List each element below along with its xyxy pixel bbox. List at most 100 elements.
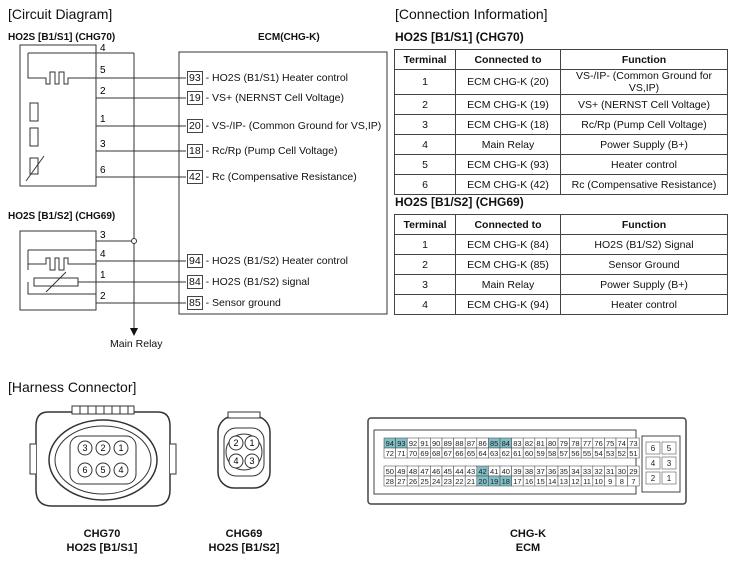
chgk-side-pin-label: 6 bbox=[651, 444, 656, 453]
chg70-pin: 4 bbox=[118, 465, 123, 475]
chgk-pin-label: 13 bbox=[560, 477, 568, 486]
s1-pin-label: 4 bbox=[100, 43, 106, 54]
s1-pin-label: 5 bbox=[100, 65, 106, 76]
chgk-pin-label: 14 bbox=[548, 477, 556, 486]
chgk-pin-label: 42 bbox=[478, 467, 486, 476]
cell: ECM CHG-K (85) bbox=[455, 254, 561, 275]
chgk-pin-label: 9 bbox=[608, 477, 612, 486]
cell: 6 bbox=[394, 174, 456, 195]
cell: Rc (Compensative Resistance) bbox=[560, 174, 728, 195]
chgk-pin-label: 46 bbox=[432, 467, 440, 476]
chgk-pin-label: 22 bbox=[455, 477, 463, 486]
chg69-pin: 1 bbox=[249, 438, 254, 448]
s1-pump-cell bbox=[29, 127, 39, 147]
chgk-pin-label: 51 bbox=[629, 449, 637, 458]
chgk-pin-label: 50 bbox=[386, 467, 394, 476]
chgk-pin-label: 62 bbox=[502, 449, 510, 458]
chgk-pin-label: 92 bbox=[409, 439, 417, 448]
chgk-pin-cell bbox=[627, 447, 640, 459]
chgk-pin-label: 91 bbox=[420, 439, 428, 448]
chgk-side-pin bbox=[661, 471, 677, 485]
chg70-caption: CHG70 bbox=[83, 528, 121, 540]
chgk-side-pin-label: 2 bbox=[651, 474, 656, 483]
cell: ECM CHG-K (20) bbox=[455, 69, 561, 95]
s1-pin-label: 2 bbox=[100, 86, 106, 97]
chgk-pin-label: 41 bbox=[490, 467, 498, 476]
chgk-pin-label: 29 bbox=[629, 467, 637, 476]
chgk-pin-label: 48 bbox=[409, 467, 417, 476]
chg70-pin: 3 bbox=[82, 443, 87, 453]
sensor1-label: HO2S [B1/S1] (CHG70) bbox=[8, 32, 116, 43]
chgk-pin-label: 33 bbox=[583, 467, 591, 476]
table1-title: HO2S [B1/S1] (CHG70) bbox=[395, 30, 524, 44]
chgk-pin-label: 66 bbox=[455, 449, 463, 458]
cell: ECM CHG-K (93) bbox=[455, 154, 561, 175]
chgk-pin-label: 54 bbox=[594, 449, 602, 458]
chgk-pin-label: 35 bbox=[560, 467, 568, 476]
cell: ECM CHG-K (84) bbox=[455, 234, 561, 255]
chg70-caption-sub: HO2S [B1/S1] bbox=[66, 542, 138, 554]
chgk-pin-label: 55 bbox=[583, 449, 591, 458]
cell: Power Supply (B+) bbox=[560, 134, 728, 155]
chgk-pin-label: 34 bbox=[571, 467, 579, 476]
chg70-pin: 6 bbox=[82, 465, 87, 475]
chgk-pin-label: 45 bbox=[444, 467, 452, 476]
cell: 3 bbox=[394, 114, 456, 135]
cell: HO2S (B1/S2) Signal bbox=[560, 234, 728, 255]
chgk-pin-label: 87 bbox=[467, 439, 475, 448]
chgk-pin-label: 44 bbox=[455, 467, 463, 476]
chg70-pin: 1 bbox=[118, 443, 123, 453]
chg70-pin: 2 bbox=[100, 443, 105, 453]
chgk-pin-label: 39 bbox=[513, 467, 521, 476]
chgk-pin-label: 64 bbox=[478, 449, 486, 458]
chgk-pin-label: 27 bbox=[397, 477, 405, 486]
ecm-pin-94: 94 - HO2S (B1/S2) Heater control bbox=[187, 254, 348, 268]
harness-connector-title: [Harness Connector] bbox=[8, 379, 137, 395]
cell: Power Supply (B+) bbox=[560, 274, 728, 295]
chgk-pin-label: 26 bbox=[409, 477, 417, 486]
chgk-pin-label: 11 bbox=[583, 477, 591, 486]
chgk-pin-label: 70 bbox=[409, 449, 417, 458]
chg69-pin: 2 bbox=[233, 438, 238, 448]
chgk-pin-label: 84 bbox=[502, 439, 510, 448]
chgk-pin-label: 83 bbox=[513, 439, 521, 448]
chgk-pin-label: 24 bbox=[432, 477, 440, 486]
cell: 4 bbox=[394, 134, 456, 155]
chgk-side-pin bbox=[661, 456, 677, 470]
s1-resistor bbox=[29, 157, 39, 175]
s2-pin-label: 4 bbox=[100, 249, 106, 260]
chg69-caption: CHG69 bbox=[225, 528, 263, 540]
ecm-pin-19: 19 - VS+ (NERNST Cell Voltage) bbox=[187, 91, 345, 105]
cell: Sensor Ground bbox=[560, 254, 728, 275]
s1-pin-label: 1 bbox=[100, 114, 106, 125]
chgk-pin-label: 30 bbox=[618, 467, 626, 476]
chgk-pin-label: 40 bbox=[502, 467, 510, 476]
circuit-diagram-title: [Circuit Diagram] bbox=[8, 6, 113, 22]
sensor2-label: HO2S [B1/S2] (CHG69) bbox=[8, 211, 116, 222]
chgk-caption-sub: ECM bbox=[515, 542, 541, 554]
table2-title: HO2S [B1/S2] (CHG69) bbox=[395, 195, 524, 209]
chg69-caption-sub: HO2S [B1/S2] bbox=[208, 542, 280, 554]
cell: Main Relay bbox=[455, 134, 561, 155]
cell: 3 bbox=[394, 274, 456, 295]
s1-heater-symbol bbox=[27, 71, 96, 85]
chgk-pin-label: 28 bbox=[386, 477, 394, 486]
cell: 2 bbox=[394, 254, 456, 275]
chgk-pin-label: 94 bbox=[386, 439, 394, 448]
cell: Rc/Rp (Pump Cell Voltage) bbox=[560, 114, 728, 135]
cell: 4 bbox=[394, 294, 456, 315]
ecm-pin-84: 84 - HO2S (B1/S2) signal bbox=[187, 275, 310, 289]
chgk-pin-label: 52 bbox=[618, 449, 626, 458]
chgk-pin-label: 58 bbox=[548, 449, 556, 458]
s2-heater-symbol bbox=[27, 257, 96, 271]
chgk-pin-label: 21 bbox=[467, 477, 475, 486]
chgk-pin-label: 15 bbox=[536, 477, 544, 486]
chg69-pin: 3 bbox=[249, 456, 254, 466]
chgk-pin-label: 57 bbox=[560, 449, 568, 458]
chgk-pin-label: 69 bbox=[420, 449, 428, 458]
